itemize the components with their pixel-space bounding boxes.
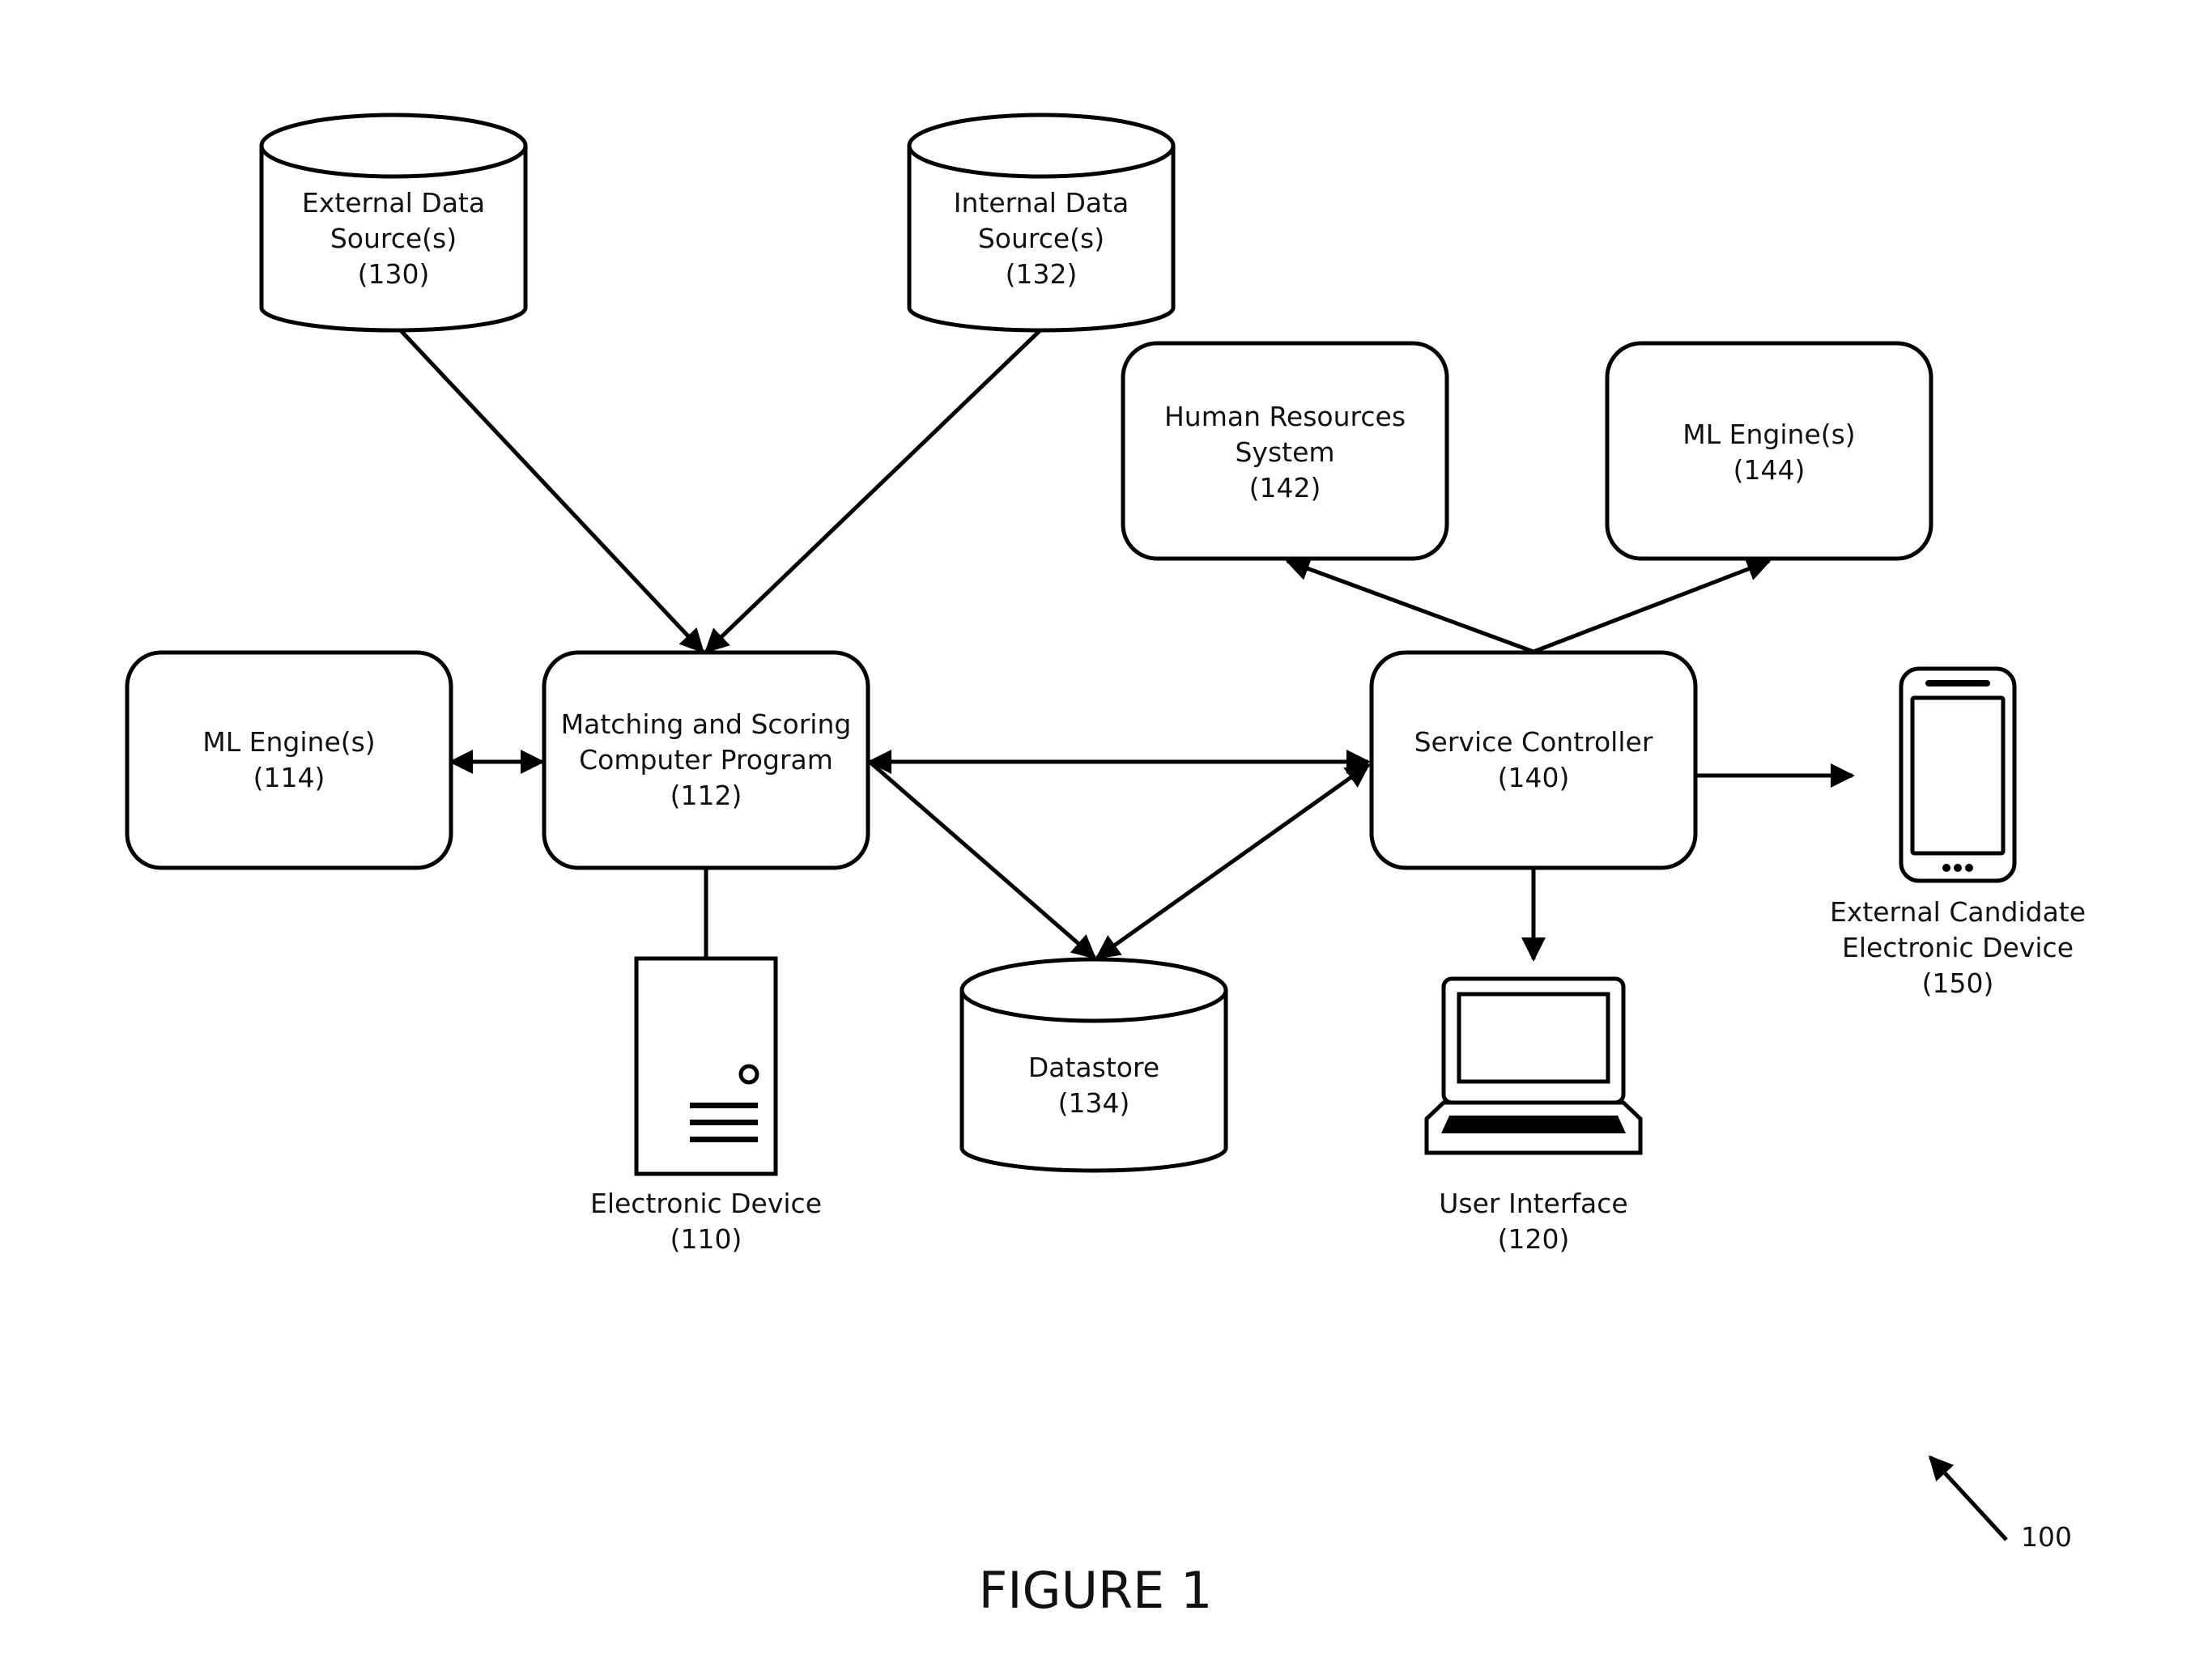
reference-numeral-label: 100	[2021, 1521, 2072, 1553]
hr-system-label-1: Human Resources	[1164, 401, 1406, 432]
service-controller-label: Service Controller	[1414, 726, 1653, 758]
external-data-sources-label-2: Source(s)	[330, 223, 457, 254]
laptop-icon	[1424, 976, 1643, 1155]
edge-external-sources-to-matching-program	[395, 325, 705, 654]
figure-caption: FIGURE 1	[979, 1561, 1213, 1620]
candidate-device-label-2: Electronic Device	[1842, 932, 2074, 963]
matching-program-ref: (112)	[670, 780, 742, 811]
hr-system-label-2: System	[1235, 436, 1334, 468]
server-tower-icon	[634, 956, 778, 1176]
electronic-device-ref: (110)	[670, 1223, 742, 1255]
datastore-label: Datastore	[1028, 1052, 1159, 1083]
candidate-device-label-1: External Candidate	[1830, 896, 2086, 928]
service-controller-node: Service Controller (140)	[1369, 650, 1698, 870]
internal-data-sources-label-1: Internal Data	[954, 187, 1129, 219]
ml-engines-144-ref: (144)	[1733, 454, 1806, 486]
smartphone-icon	[1899, 666, 2017, 883]
reference-numeral-100: 100	[1928, 1455, 2072, 1553]
service-controller-ref: (140)	[1498, 762, 1570, 793]
ml-engines-114-label: ML Engine(s)	[202, 726, 375, 758]
edge-internal-sources-to-matching-program	[704, 325, 1046, 654]
edges	[395, 325, 1855, 962]
user-interface-node: User Interface (120)	[1424, 976, 1643, 1255]
edge-service-controller-datastore	[1095, 763, 1371, 960]
hr-system-ref: (142)	[1249, 472, 1321, 504]
ml-engines-114-node: ML Engine(s) (114)	[125, 650, 453, 870]
external-candidate-device-node: External Candidate Electronic Device (15…	[1830, 666, 2086, 999]
reference-arrow	[1928, 1455, 2008, 1541]
user-interface-ref: (120)	[1498, 1223, 1570, 1255]
electronic-device-label: Electronic Device	[590, 1188, 822, 1219]
datastore-node: Datastore (134)	[959, 957, 1228, 1173]
external-data-sources-label-1: External Data	[302, 187, 485, 219]
edge-service-controller-to-ml-engines-144	[1533, 557, 1772, 654]
edge-matching-program-to-datastore	[868, 760, 1097, 959]
ml-engines-114-ref: (114)	[253, 762, 325, 793]
internal-data-sources-ref: (132)	[1006, 258, 1078, 290]
edge-service-controller-to-hr-system	[1285, 557, 1534, 654]
internal-data-sources-node: Internal Data Source(s) (132)	[907, 113, 1176, 333]
matching-program-label-2: Computer Program	[579, 744, 833, 776]
matching-program-label-1: Matching and Scoring	[561, 708, 852, 740]
electronic-device-node: Electronic Device (110)	[590, 956, 822, 1255]
ml-engines-144-node: ML Engine(s) (144)	[1605, 341, 1933, 561]
ml-engines-144-label: ML Engine(s)	[1682, 419, 1855, 450]
external-data-sources-ref: (130)	[358, 258, 430, 290]
candidate-device-ref: (150)	[1922, 967, 1994, 999]
matching-scoring-program-node: Matching and Scoring Computer Program (1…	[542, 650, 870, 870]
internal-data-sources-label-2: Source(s)	[978, 223, 1104, 254]
human-resources-system-node: Human Resources System (142)	[1121, 341, 1449, 561]
user-interface-label: User Interface	[1439, 1188, 1627, 1219]
datastore-ref: (134)	[1058, 1087, 1130, 1119]
external-data-sources-node: External Data Source(s) (130)	[259, 113, 528, 333]
